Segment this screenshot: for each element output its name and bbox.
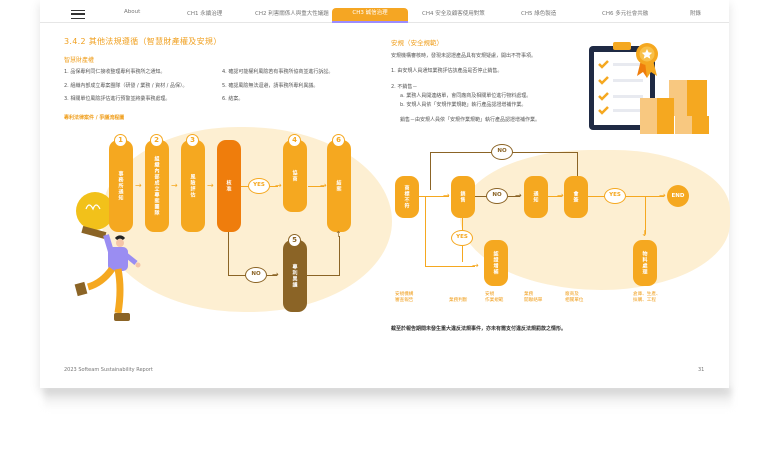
hamburger-menu-icon[interactable] [71, 10, 85, 19]
safety-item-2: 2. 不銷售－ [391, 84, 418, 90]
safety-item-1: 1. 由安規人員通知業務評估該產品是否停止銷售。 [391, 68, 503, 74]
safety-title: 安規（安全規範） [391, 39, 443, 47]
label-warehouse-production: 倉庫、生產、 採購、工程 [633, 292, 661, 303]
arrow-right-icon: → [443, 191, 450, 200]
flow-step-3: 風險評估 [181, 140, 205, 232]
connector-line [425, 266, 475, 267]
tab-ch6[interactable]: CH6 多元社會共融 [602, 11, 649, 17]
arrow-up-icon: ↑ [335, 230, 342, 239]
clipboard-boxes-illustration [589, 42, 709, 134]
connector-line [308, 186, 324, 187]
node-notify: 通知 [524, 176, 548, 218]
connector-line [270, 186, 278, 187]
step-number-1: 1 [114, 134, 127, 147]
connector-line [588, 196, 605, 197]
connector-line [419, 196, 449, 197]
step-number-3: 3 [186, 134, 199, 147]
node-countersign: 會簽 [564, 176, 588, 218]
tab-appendix[interactable]: 附錄 [690, 11, 702, 17]
step-number-6: 6 [332, 134, 345, 147]
node-material-handling: 物料處理 [633, 240, 657, 286]
ip-item-3: 3. 相關單位風險評估進行預警並將彙事務處理。 [64, 96, 171, 102]
ip-item-4: 4. 確認可能權利風險若有事務所協商並進行訴訟。 [222, 69, 334, 75]
yes-badge: YES [248, 178, 270, 194]
connector-line [267, 275, 277, 276]
report-page: About CH1 永續治理 CH2 利害關係人與重大性議題 CH3 誠信治理 … [40, 0, 730, 388]
connector-line [577, 152, 578, 176]
label-safety-spec: 安規 作業規範 [485, 292, 504, 303]
label-agency-report: 安規機構 審查報告 [395, 292, 414, 303]
page-shadow [44, 388, 732, 410]
label-vendors: 廠商及 相關單位 [565, 292, 584, 303]
tab-ch4[interactable]: CH4 安全及顧客使用對策 [422, 11, 485, 17]
arrow-right-icon: → [275, 181, 282, 190]
node-trademark-mismatch: 商標不符 [395, 176, 419, 218]
arrow-down-icon: ↓ [641, 229, 648, 238]
tab-ch1[interactable]: CH1 永續治理 [187, 11, 223, 17]
node-sell: 銷售 [451, 176, 475, 218]
flow-step-2: 組織內部成立專案團隊 [145, 140, 169, 232]
person-lightbulb-illustration [74, 192, 141, 321]
step-number-4: 4 [288, 134, 301, 147]
safety-subitem-b: b. 安規人員依「安規作業規範」執行產品認證增補作業。 [400, 102, 527, 108]
flow-step-5: 專利異議 [283, 240, 307, 312]
tab-about[interactable]: About [124, 9, 141, 15]
arrow-right-icon: → [515, 191, 522, 200]
connector-line [475, 196, 487, 197]
no-badge-top: NO [491, 144, 513, 160]
ip-heading: 智慧財產權 [64, 57, 95, 64]
tab-ch2[interactable]: CH2 利害關係人與重大性議題 [255, 11, 329, 17]
no-badge-middle: NO [486, 188, 508, 204]
arrow-right-icon: → [272, 270, 279, 279]
connector-line [508, 196, 520, 197]
flow-step-6: 結案 [327, 140, 351, 232]
arrow-right-icon: → [171, 181, 178, 190]
safety-intro: 安規機構審核時，發現未認證產品具有安規疑慮，開出不符事項。 [391, 53, 537, 59]
connector-line [339, 236, 340, 276]
safety-sell-line: 銷售－由安規人員依「安規作業規範」執行產品認證增補作業。 [400, 117, 541, 123]
conclusion-text: 截至於報告期間未發生重大違反法規事件，亦未有需支付違反法規罰款之情形。 [391, 326, 567, 332]
connector-line [228, 275, 246, 276]
arrow-right-icon: → [472, 261, 479, 270]
tab-ch5[interactable]: CH5 綠色製造 [521, 11, 557, 17]
footer-report-name: 2023 Softeam Sustainability Report [64, 367, 153, 373]
connector-line [307, 275, 339, 276]
top-navigation: About CH1 永續治理 CH2 利害關係人與重大性議題 CH3 誠信治理 … [40, 0, 729, 23]
ip-item-1: 1. 品保專利同仁接收整理專利事務所之通知。 [64, 69, 166, 75]
yes-badge-sell: YES [451, 230, 473, 246]
ip-item-2: 2. 組織內部成立專案團隊（研發 / 業務 / 資材 / 品保）。 [64, 83, 188, 89]
flow-step-4: 協商 [283, 140, 307, 212]
section-title: 3.4.2 其他法規遵循（智慧財產權及安規） [64, 37, 222, 46]
arrow-right-icon: → [207, 181, 214, 190]
safety-subitem-a: a. 業務人員開連絡單，會同廠商及相關單位進行物料處理。 [400, 93, 532, 99]
label-contact-form: 業務 開聯絡單 [524, 292, 543, 303]
node-cert-supplement: 認證增補 [484, 240, 508, 286]
ip-item-6: 6. 結案。 [222, 96, 244, 102]
arrow-right-icon: → [320, 181, 327, 190]
connector-line [425, 196, 426, 266]
ip-item-5: 5. 確認風險無法迴避，請事務所專利異議。 [222, 83, 319, 89]
arrow-right-icon: → [659, 191, 666, 200]
no-badge: NO [245, 267, 267, 283]
flow-step-approve: 核准 [217, 140, 241, 232]
step-number-5: 5 [288, 234, 301, 247]
connector-line [228, 232, 229, 275]
connector-line [548, 196, 562, 197]
flow-step-1: 事務所通知 [109, 140, 133, 232]
end-node: END [667, 185, 689, 207]
tab-ch3-active[interactable]: CH3 誠信治理 [332, 8, 408, 23]
label-business-judgement: 業務判斷 [449, 298, 468, 303]
connector-line [241, 186, 249, 187]
arrow-right-icon: → [557, 191, 564, 200]
yes-badge-countersign: YES [604, 188, 626, 204]
step-number-2: 2 [150, 134, 163, 147]
connector-line [430, 152, 431, 190]
arrow-right-icon: → [135, 181, 142, 190]
connector-line [462, 218, 463, 230]
connector-line [645, 196, 646, 234]
connector-line [462, 246, 463, 262]
flow-heading: 專利法律案件 / 爭議流程圖 [64, 115, 125, 121]
page-number: 31 [698, 367, 705, 373]
